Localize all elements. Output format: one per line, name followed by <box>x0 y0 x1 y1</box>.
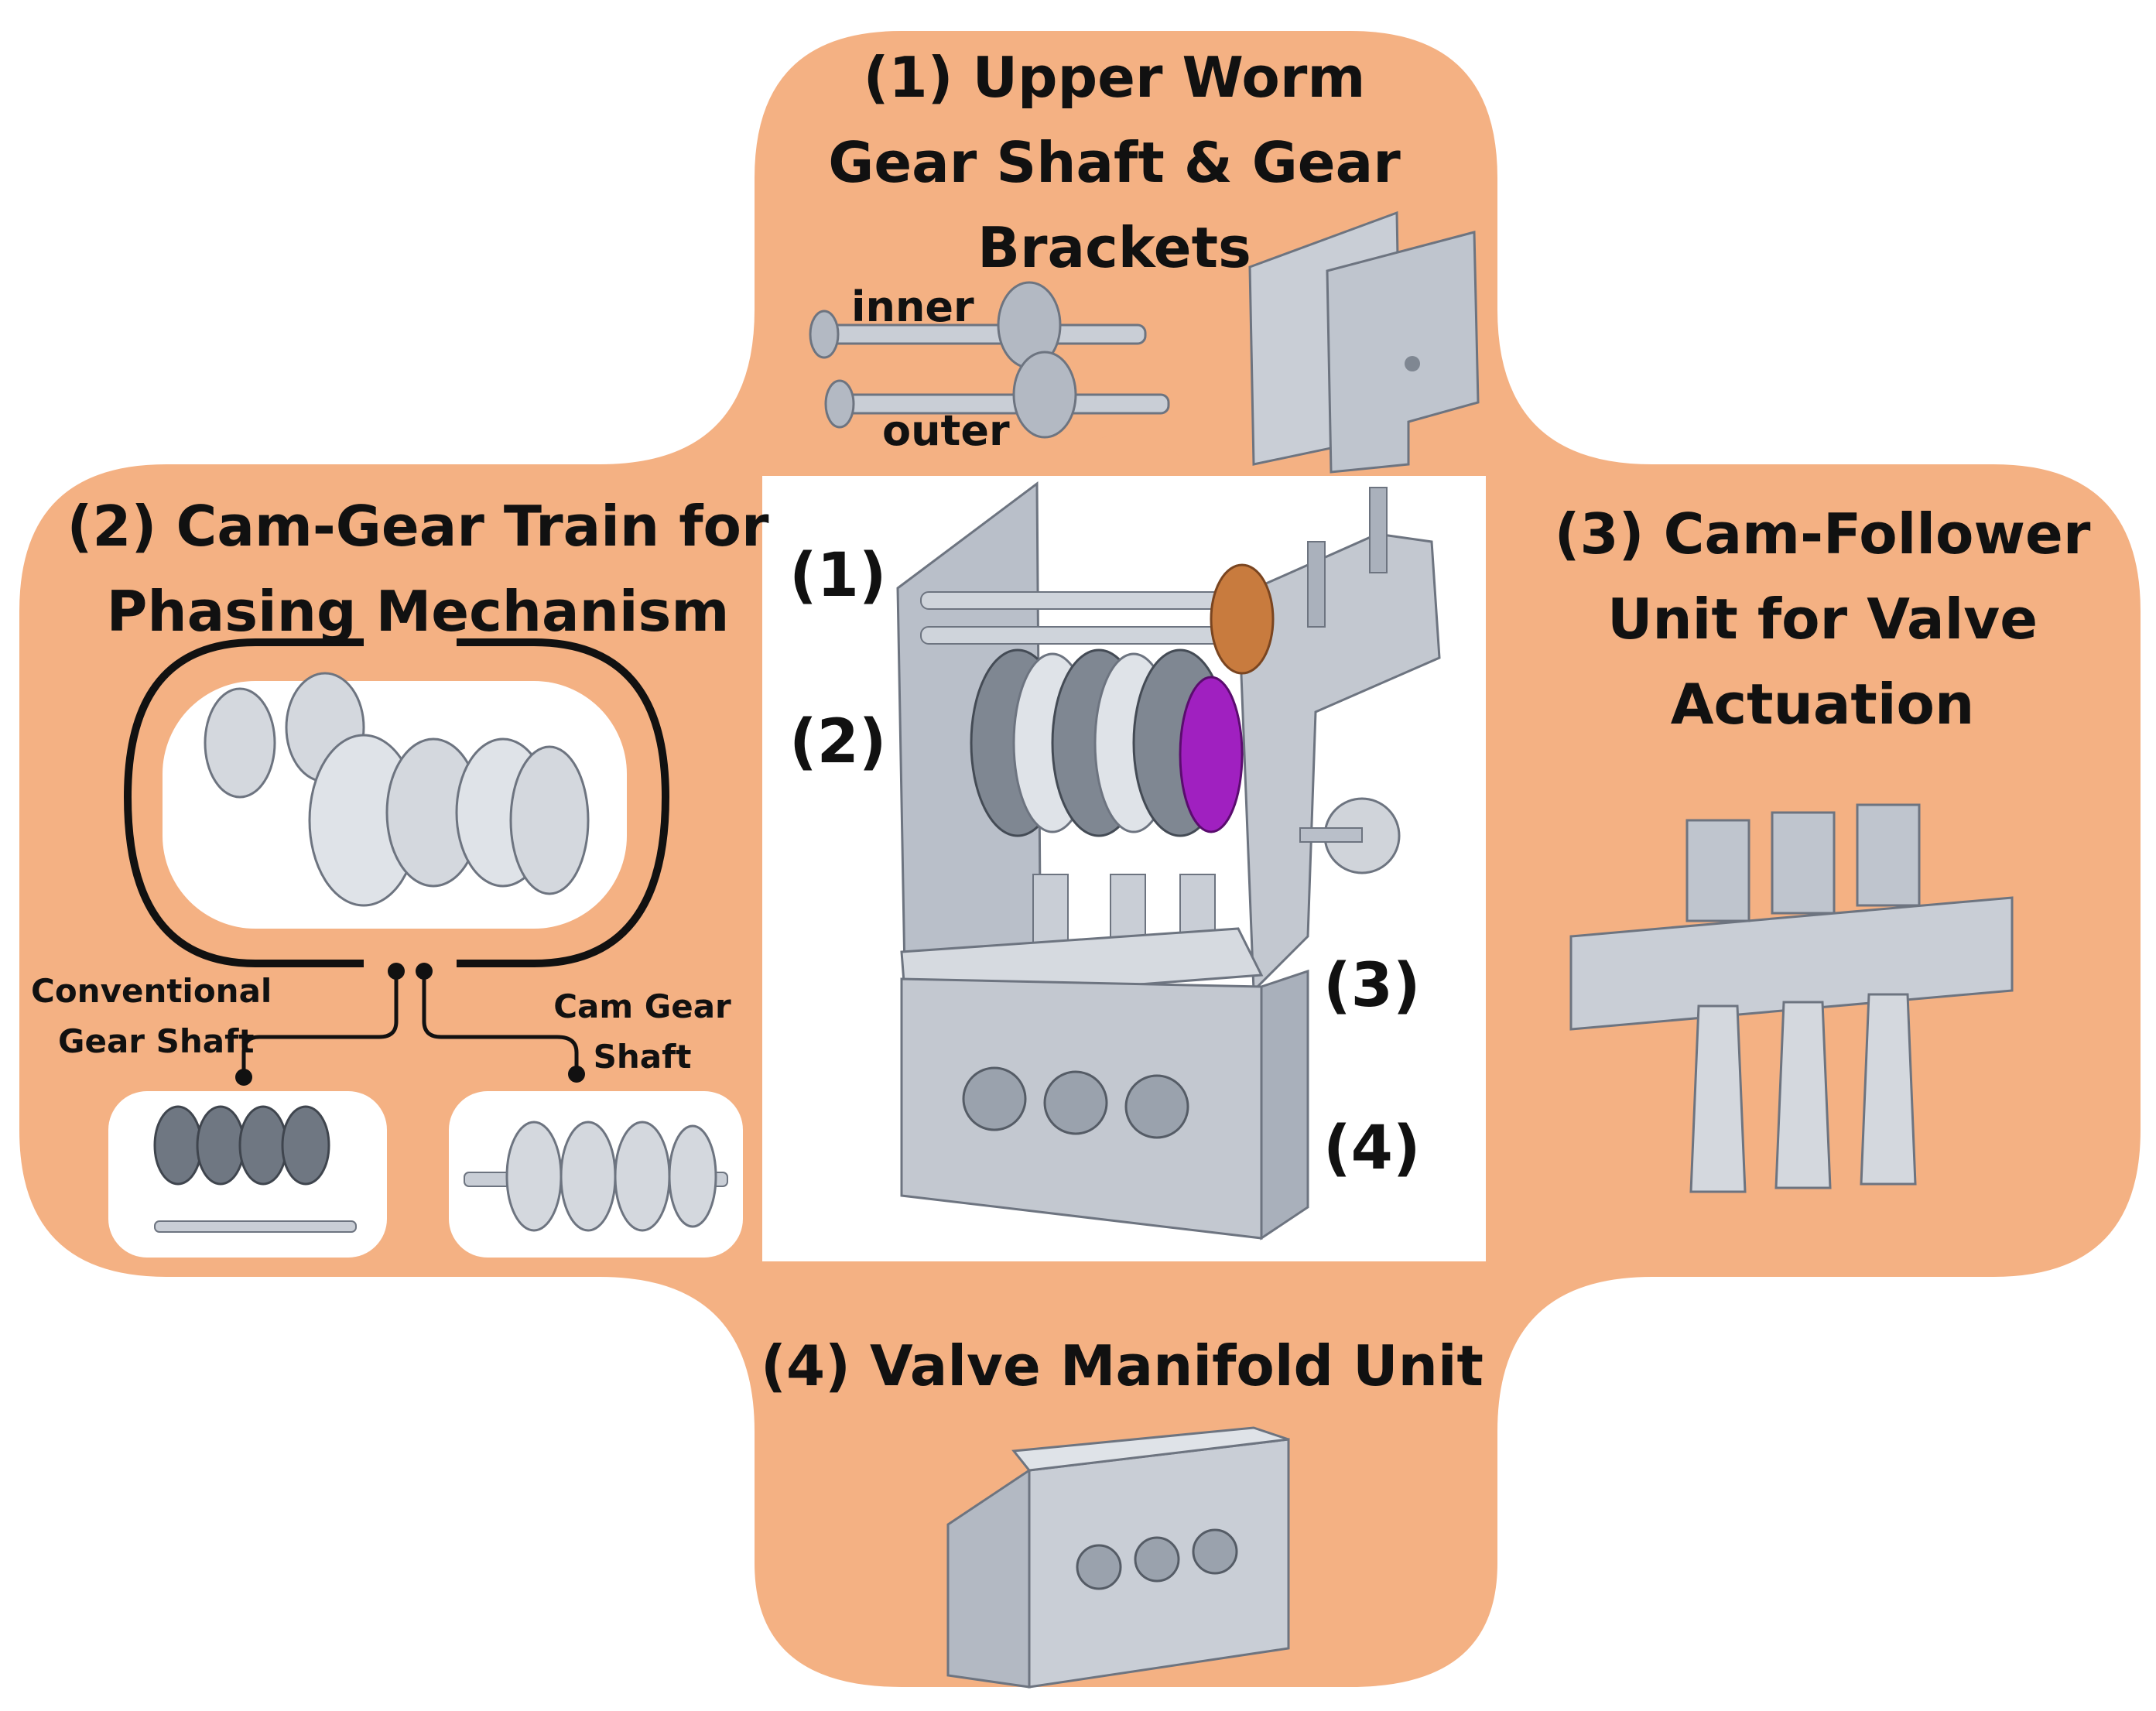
bracket-hole <box>1405 356 1420 371</box>
label-cam-line-1: Cam Gear <box>553 987 731 1025</box>
bracket-plate-2 <box>1326 231 1480 474</box>
assembly-shaft-1 <box>920 591 1262 610</box>
valve-manifold-illustration <box>946 1426 1290 1689</box>
manifold-port-2 <box>1134 1536 1180 1583</box>
assembly-purple-gear <box>1179 676 1244 833</box>
follower-fork-1 <box>1685 819 1750 922</box>
bracket-outline-left <box>123 638 364 967</box>
assembly-follower-1 <box>1032 874 1069 945</box>
right-title-line-3: Actuation <box>1671 672 1974 737</box>
left-title-line-2: Phasing Mechanism <box>107 579 730 644</box>
cam-gear-d <box>668 1124 717 1228</box>
upper-title-line-1: (1) Upper Worm <box>864 45 1366 110</box>
manifold-port-1 <box>1076 1544 1122 1590</box>
cam-gear-c <box>614 1121 671 1232</box>
connector-end-cam <box>568 1066 585 1083</box>
conv-gear-3 <box>238 1105 288 1186</box>
train-gear-6 <box>509 745 590 895</box>
follower-valve-3 <box>1860 993 1917 1186</box>
callout-3: (3) <box>1323 951 1421 1021</box>
cam-gear-train-illustration <box>123 638 670 967</box>
follower-fork-3 <box>1856 803 1921 907</box>
inner-shaft-collar <box>809 310 840 359</box>
assembly-follower-2 <box>1110 874 1146 945</box>
notch-top <box>1064 433 1188 464</box>
assembly-shaft-2 <box>920 626 1262 645</box>
central-assembly-illustration <box>896 481 1441 1240</box>
label-conventional-line-2: Gear Shaft <box>58 1022 254 1060</box>
callout-4: (4) <box>1323 1114 1421 1183</box>
callout-1: (1) <box>789 541 887 611</box>
left-title-line-1: (2) Cam-Gear Train for <box>67 494 769 559</box>
outer-shaft-collar <box>824 379 855 429</box>
assembly-sprocket-shaft <box>1299 827 1363 843</box>
right-title-line-1: (3) Cam-Follower <box>1555 501 2091 566</box>
assembly-manifold-side <box>1260 969 1309 1240</box>
right-title-line-2: Unit for Valve <box>1607 587 2038 652</box>
conv-gear-4 <box>281 1105 330 1186</box>
cam-gear-a <box>505 1121 563 1232</box>
assembly-worm-gear <box>1210 563 1275 675</box>
callout-2: (2) <box>789 707 887 777</box>
train-gear-1 <box>204 687 276 799</box>
connector-lines <box>235 963 585 1086</box>
right-panel-title: (3) Cam-Follower Unit for Valve Actuatio… <box>1555 501 2091 737</box>
follower-fork-2 <box>1771 811 1836 915</box>
gear-brackets-illustration <box>1248 210 1480 474</box>
connector-end-conventional <box>235 1069 252 1086</box>
connector-to-conventional <box>241 971 399 1076</box>
center-callouts: (1) (2) (3) (4) <box>789 541 1421 1183</box>
manifold-port-3 <box>1192 1528 1238 1575</box>
follower-valve-2 <box>1774 1001 1832 1189</box>
conventional-gear-shaft-illustration <box>108 1091 387 1258</box>
upper-panel-title: (1) Upper Worm Gear Shaft & Gear Bracket… <box>828 45 1401 280</box>
cam-follower-illustration <box>1569 803 2014 1193</box>
follower-valve-1 <box>1689 1004 1747 1193</box>
bottom-panel-title: (4) Valve Manifold Unit <box>761 1333 1484 1398</box>
cam-gear-shaft-illustration <box>449 1091 743 1258</box>
conv-gear-1 <box>153 1105 203 1186</box>
label-outer: outer <box>882 406 1010 455</box>
left-panel-title: (2) Cam-Gear Train for Phasing Mechanism <box>67 494 769 644</box>
conv-gear-2 <box>196 1105 245 1186</box>
assembly-post-2 <box>1307 541 1326 628</box>
assembly-post-1 <box>1369 487 1388 573</box>
upper-shafts-illustration <box>809 281 1170 439</box>
upper-title-line-3: Brackets <box>977 215 1251 280</box>
manifold-left-block <box>946 1468 1031 1689</box>
assembly-port-1 <box>962 1066 1027 1131</box>
outer-shaft-gear <box>1012 351 1077 439</box>
manifold-top <box>1011 1426 1289 1472</box>
assembly-port-3 <box>1124 1074 1189 1139</box>
conv-shaft <box>154 1220 357 1233</box>
assembly-port-2 <box>1043 1070 1108 1135</box>
bracket-outline-right <box>457 638 670 967</box>
cam-gear-b <box>560 1121 617 1232</box>
label-inner: inner <box>851 282 974 331</box>
label-conventional-line-1: Conventional <box>31 972 272 1010</box>
label-cam-line-2: Shaft <box>594 1038 692 1076</box>
connector-to-cam <box>422 971 579 1072</box>
upper-title-line-2: Gear Shaft & Gear <box>828 130 1401 195</box>
